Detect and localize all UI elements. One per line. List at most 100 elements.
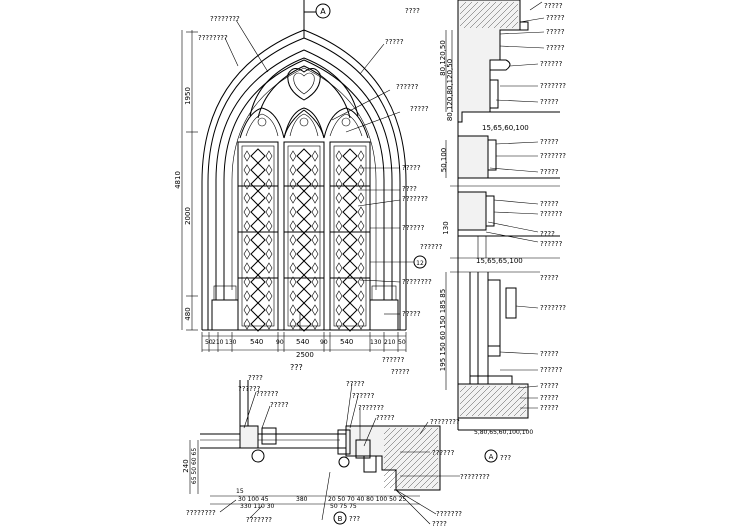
label-elev-6: ?????: [402, 164, 421, 172]
dim-elev-w-4: 90: [276, 339, 284, 346]
label-elev-4: ??????: [396, 83, 419, 91]
dim-elev-total: 4810: [174, 171, 182, 189]
label-secB-9: ????????: [430, 418, 460, 426]
section-a-detail: 80,120,50 80,120,80,120,50 50,100 130 19…: [405, 0, 566, 463]
dim-secA-lower: 195 150 60 150 185 85: [439, 289, 447, 371]
dim-secB-b5: 20 50 70 40 80 100 50 25: [328, 496, 406, 503]
label-secB-12: ????????: [186, 509, 216, 517]
dim-secB-b2: 30 100 45: [238, 496, 269, 503]
dim-secB-v: 240: [182, 459, 190, 472]
title-elevation: ???: [290, 363, 303, 372]
label-secA-11: ?????: [540, 200, 559, 208]
section-marker-a-text: A: [320, 7, 326, 16]
section-marker-a: [315, 3, 331, 19]
label-elev-11: ????????: [402, 278, 432, 286]
dim-elev-w-6: 90: [320, 339, 328, 346]
label-secA-17: ?????: [540, 350, 559, 358]
dim-secA-v1: 130: [442, 221, 450, 234]
section-a-wall: [457, 0, 521, 123]
secB-jamb-left: [239, 425, 259, 449]
label-secA-1: ?????: [544, 2, 563, 10]
dim-elev-w-3: 540: [250, 338, 263, 346]
label-secB-13: ???????: [246, 516, 272, 524]
dim-elev-h1: 1950: [184, 87, 192, 105]
label-secA-21: ?????: [540, 404, 559, 412]
label-secB-8: ?????: [376, 414, 395, 422]
label-elev-14: ?????: [391, 368, 410, 376]
dim-elev-w-7: 540: [340, 338, 353, 346]
label-secA-14: ??????: [540, 240, 563, 248]
dim-secA-bottom: 5,80,65,60,100,100: [474, 429, 533, 436]
dim-secA-upper: 50,100: [440, 148, 448, 173]
label-secA-20: ?????: [540, 394, 559, 402]
label-secA-6: ???????: [540, 82, 566, 90]
section-a-mid-wall: [457, 135, 489, 179]
label-elev-2: ????????: [198, 34, 228, 42]
label-secA-12: ??????: [540, 210, 563, 218]
dim-secB-v2: 65 50 60 65: [191, 448, 198, 484]
label-secA-7: ?????: [540, 98, 559, 106]
label-secA-3: ?????: [546, 28, 565, 36]
dim-elev-w-10: 50: [398, 339, 406, 346]
dim-secA-mid: 80,120,80,120,50: [446, 59, 454, 121]
label-secA-15: ?????: [540, 274, 559, 282]
label-secB-10: ??????: [432, 449, 455, 457]
label-secB-11: ????????: [460, 473, 490, 481]
label-secB-3: ??????: [256, 390, 279, 398]
dim-elev-w-1: 210: [212, 339, 224, 346]
label-elev-3: ?????: [385, 38, 404, 46]
base-block-right: [369, 299, 399, 331]
section-a-lower-wall: [457, 191, 487, 231]
label-secB-6: ??????: [352, 392, 375, 400]
tracery-top-heart: [287, 68, 321, 101]
dim-secB-b6: 50 75 75: [330, 503, 357, 510]
label-secB-2: ??????: [238, 385, 261, 393]
label-secB-14: ???????: [436, 510, 462, 518]
dim-elev-w-5: 540: [296, 338, 309, 346]
detail-marker-b: [333, 511, 347, 525]
label-secA-9: ???????: [540, 152, 566, 160]
detail-marker-b-text: B: [338, 515, 343, 523]
dim-elev-w-0: 50: [205, 339, 213, 346]
window-elevation: A: [174, 0, 443, 376]
dim-secB-b1: 15: [236, 488, 244, 495]
dim-secA-top: 80,120,50: [439, 40, 447, 76]
label-secA-2: ?????: [546, 14, 565, 22]
label-elev-12: ?????: [402, 310, 421, 318]
base-block-left: [211, 299, 239, 331]
detail-marker-a-text: A: [489, 453, 494, 461]
dim-elev-w-8: 130: [370, 339, 382, 346]
label-secB-5: ?????: [346, 380, 365, 388]
label-secB-15: ????: [432, 520, 447, 528]
label-secA-5: ??????: [540, 60, 563, 68]
arch-outer: [201, 29, 407, 330]
label-secB-7: ???????: [358, 404, 384, 412]
label-secA-8: ?????: [540, 138, 559, 146]
title-detail-a: ???: [500, 454, 511, 462]
label-secA-4: ?????: [546, 44, 565, 52]
dim-elev-w-9: 210: [384, 339, 396, 346]
label-secA-22: ????: [405, 7, 420, 15]
section-b-detail: 240 65 50 60 65 15 30 100 45 330 110 30 …: [182, 374, 490, 528]
label-elev-9: ??????: [402, 224, 425, 232]
label-elev-13: ??????: [382, 356, 405, 364]
title-detail-b: ???: [349, 515, 360, 523]
label-elev-7: ????: [402, 185, 417, 193]
dim-elev-w-2: 130: [225, 339, 237, 346]
dim-elev-h2: 2000: [184, 207, 192, 225]
label-elev-8: ???????: [402, 195, 428, 203]
section-marker-12-text: 12: [416, 260, 424, 267]
dim-elev-h3: 480: [184, 307, 192, 320]
label-elev-5: ?????: [410, 105, 429, 113]
dim-secB-b3: 330 110 30: [240, 503, 275, 510]
label-secA-16: ???????: [540, 304, 566, 312]
label-secA-13: ????: [540, 230, 555, 238]
label-elev-10: ??????: [420, 243, 443, 251]
dim-elev-total-w: 2500: [296, 351, 314, 359]
label-secA-19: ?????: [540, 382, 559, 390]
detail-marker-a: [484, 449, 498, 463]
dim-secB-b4: 380: [296, 496, 308, 503]
dim-secA-bar: 15,65,65,100: [476, 257, 523, 265]
dim-secA-row: 15,65,60,100: [482, 124, 529, 132]
